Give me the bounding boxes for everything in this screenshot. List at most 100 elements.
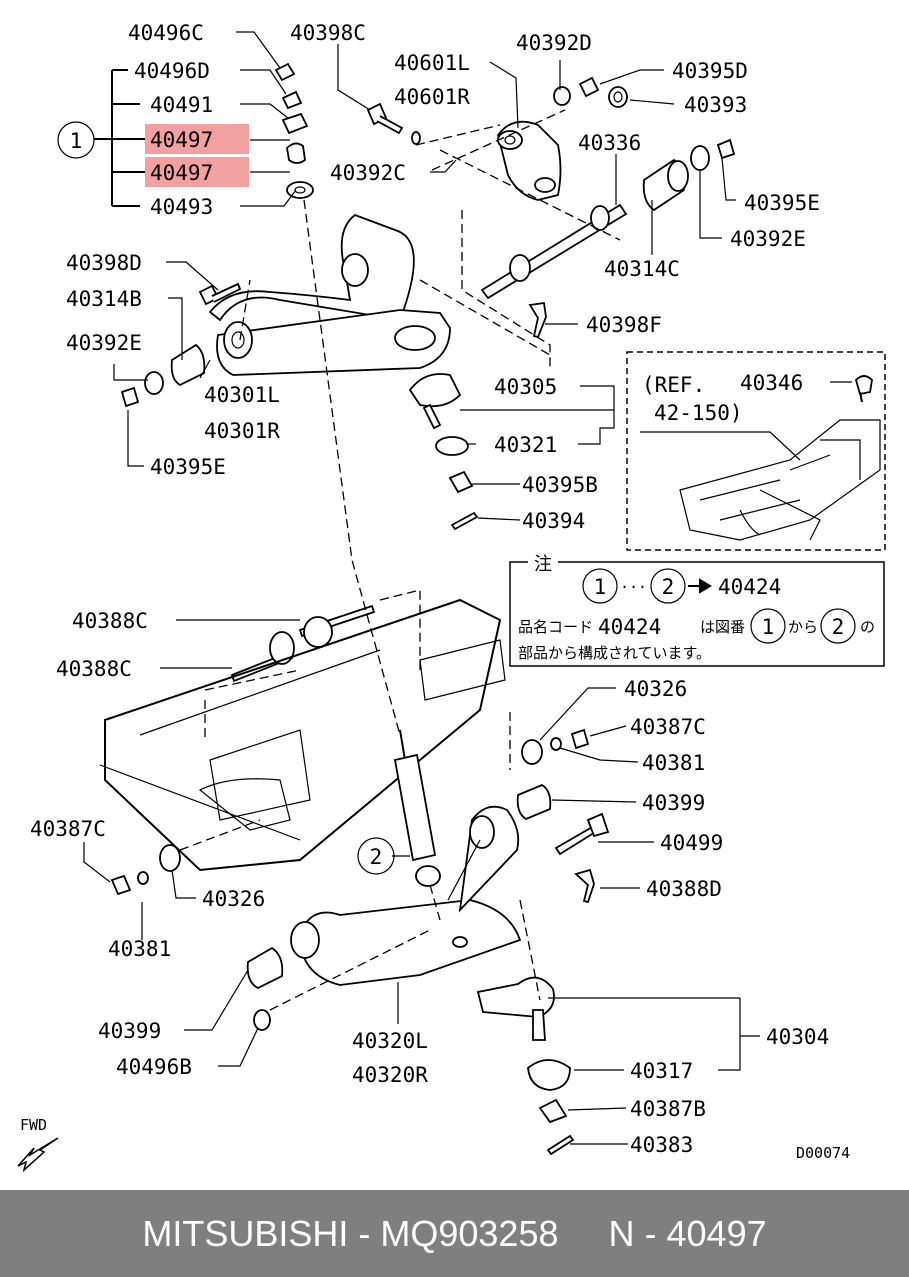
label-40320L: 40320L	[352, 1029, 428, 1053]
shaft-40336	[480, 203, 628, 300]
label-40399-right: 40399	[642, 791, 705, 815]
label-40392E-right: 40392E	[730, 227, 806, 251]
label-40394: 40394	[522, 509, 585, 533]
footer-bar: MITSUBISHI - MQ903258 N - 40497	[0, 1190, 909, 1277]
note-circle-2b	[820, 608, 856, 644]
label-40326-left: 40326	[202, 887, 265, 911]
note-dots: ···	[620, 578, 647, 596]
footer-brand: MITSUBISHI	[142, 1212, 349, 1254]
part-labels: 40496C 40398C 40392D 40601L 40601R 40395…	[30, 21, 829, 1157]
note-circle-2-label: 2	[662, 575, 675, 599]
label-40320R: 40320R	[352, 1063, 428, 1087]
label-40499: 40499	[660, 831, 723, 855]
label-40317: 40317	[630, 1059, 693, 1083]
note-circle-1b-label: 1	[762, 615, 775, 639]
fwd-arrow-icon	[17, 1137, 59, 1173]
label-40301R: 40301R	[204, 419, 280, 443]
label-40392D: 40392D	[516, 31, 592, 55]
label-40497-a: 40497	[150, 128, 213, 152]
highlight-40497-b	[145, 157, 249, 187]
label-40493: 40493	[150, 195, 213, 219]
label-40496B: 40496B	[116, 1055, 192, 1079]
label-40314B: 40314B	[66, 287, 142, 311]
label-40395D: 40395D	[672, 59, 748, 83]
label-40496C: 40496C	[128, 21, 204, 45]
label-40321: 40321	[494, 433, 557, 457]
label-40387C-left: 40387C	[30, 817, 106, 841]
ref-label-line2: 42-150)	[654, 401, 743, 425]
upper-arm-40301	[208, 213, 451, 376]
label-40601R: 40601R	[394, 85, 470, 109]
footer-label: N - 40497	[608, 1212, 767, 1254]
parts-diagram: 1 2 40496C 40398C 40392D 40601L 40601R 4…	[17, 21, 886, 1173]
callout-1-label: 1	[70, 129, 83, 153]
bolt-40398C	[366, 102, 404, 135]
note-text-code: 40424	[598, 615, 661, 639]
label-40392E-left: 40392E	[66, 331, 142, 355]
label-40326-right: 40326	[624, 677, 687, 701]
note-circle-2	[650, 568, 686, 604]
label-40346: 40346	[740, 371, 803, 395]
note-circle-1b	[750, 608, 786, 644]
note-circle-1	[582, 568, 618, 604]
ball-joint-40304	[476, 976, 571, 1091]
label-40395E-left: 40395E	[150, 455, 226, 479]
note-text-mid: は図番	[700, 618, 745, 636]
label-40381-left: 40381	[108, 937, 171, 961]
ref-label-line1: (REF.	[642, 373, 705, 397]
ref-frame-drawing	[679, 419, 881, 541]
label-40398F: 40398F	[586, 313, 662, 337]
callout-2-label: 2	[370, 845, 383, 869]
note-circle-2b-label: 2	[832, 615, 845, 639]
diagram-code: D00074	[796, 1144, 850, 1162]
shock-absorber	[393, 729, 441, 887]
label-40387B: 40387B	[630, 1097, 706, 1121]
label-40497-b: 40497	[150, 161, 213, 185]
reference-box: (REF. 40346 42-150)	[626, 351, 886, 551]
label-40398C: 40398C	[290, 21, 366, 45]
assembly-lines	[179, 109, 621, 1011]
label-40395B: 40395B	[522, 473, 598, 497]
fwd-indicator: FWD	[17, 1116, 59, 1173]
note-text-no: の	[860, 618, 875, 636]
callout-circle-2	[357, 837, 395, 875]
label-40336: 40336	[578, 131, 641, 155]
label-40491: 40491	[150, 93, 213, 117]
note-circle-1-label: 1	[594, 575, 607, 599]
label-40381-right: 40381	[642, 751, 705, 775]
stack-parts	[274, 62, 314, 199]
label-40387C-right: 40387C	[630, 715, 706, 739]
label-40392C: 40392C	[330, 161, 406, 185]
note-arrow-icon	[688, 578, 712, 594]
lower-arm-40320	[290, 805, 522, 986]
label-40388C-a: 40388C	[72, 609, 148, 633]
label-40496D: 40496D	[134, 59, 210, 83]
label-40399-left: 40399	[98, 1019, 161, 1043]
part-drawings	[99, 62, 873, 1156]
fwd-label: FWD	[20, 1116, 47, 1134]
ball-joint-40305	[408, 373, 469, 456]
footer-sep: -	[348, 1212, 381, 1254]
note-title: 注	[534, 554, 552, 575]
label-40393: 40393	[684, 93, 747, 117]
label-40305: 40305	[494, 375, 557, 399]
footer-gap	[559, 1213, 609, 1255]
label-40601L: 40601L	[394, 51, 470, 75]
label-40314C: 40314C	[604, 257, 680, 281]
note-text-kara: から	[788, 618, 818, 636]
highlight-40497-a	[145, 124, 249, 154]
label-40388D: 40388D	[646, 877, 722, 901]
label-40388C-b: 40388C	[56, 657, 132, 681]
label-40304: 40304	[766, 1025, 829, 1049]
label-40383: 40383	[630, 1133, 693, 1157]
bracket-40601	[497, 120, 562, 201]
note-box: 注 1 ··· 2 40424 品名コード 40424 は図番 1 から 2 の…	[509, 552, 885, 667]
callout-circle-1	[57, 121, 95, 159]
chassis-frame	[99, 598, 506, 872]
label-40398D: 40398D	[66, 251, 142, 275]
note-line2: 部品から構成されています。	[518, 644, 711, 662]
label-40301L: 40301L	[204, 383, 280, 407]
bushing-40314C	[642, 158, 689, 212]
footer-part-number: MQ903258	[380, 1212, 559, 1254]
label-40395E-top: 40395E	[744, 191, 820, 215]
